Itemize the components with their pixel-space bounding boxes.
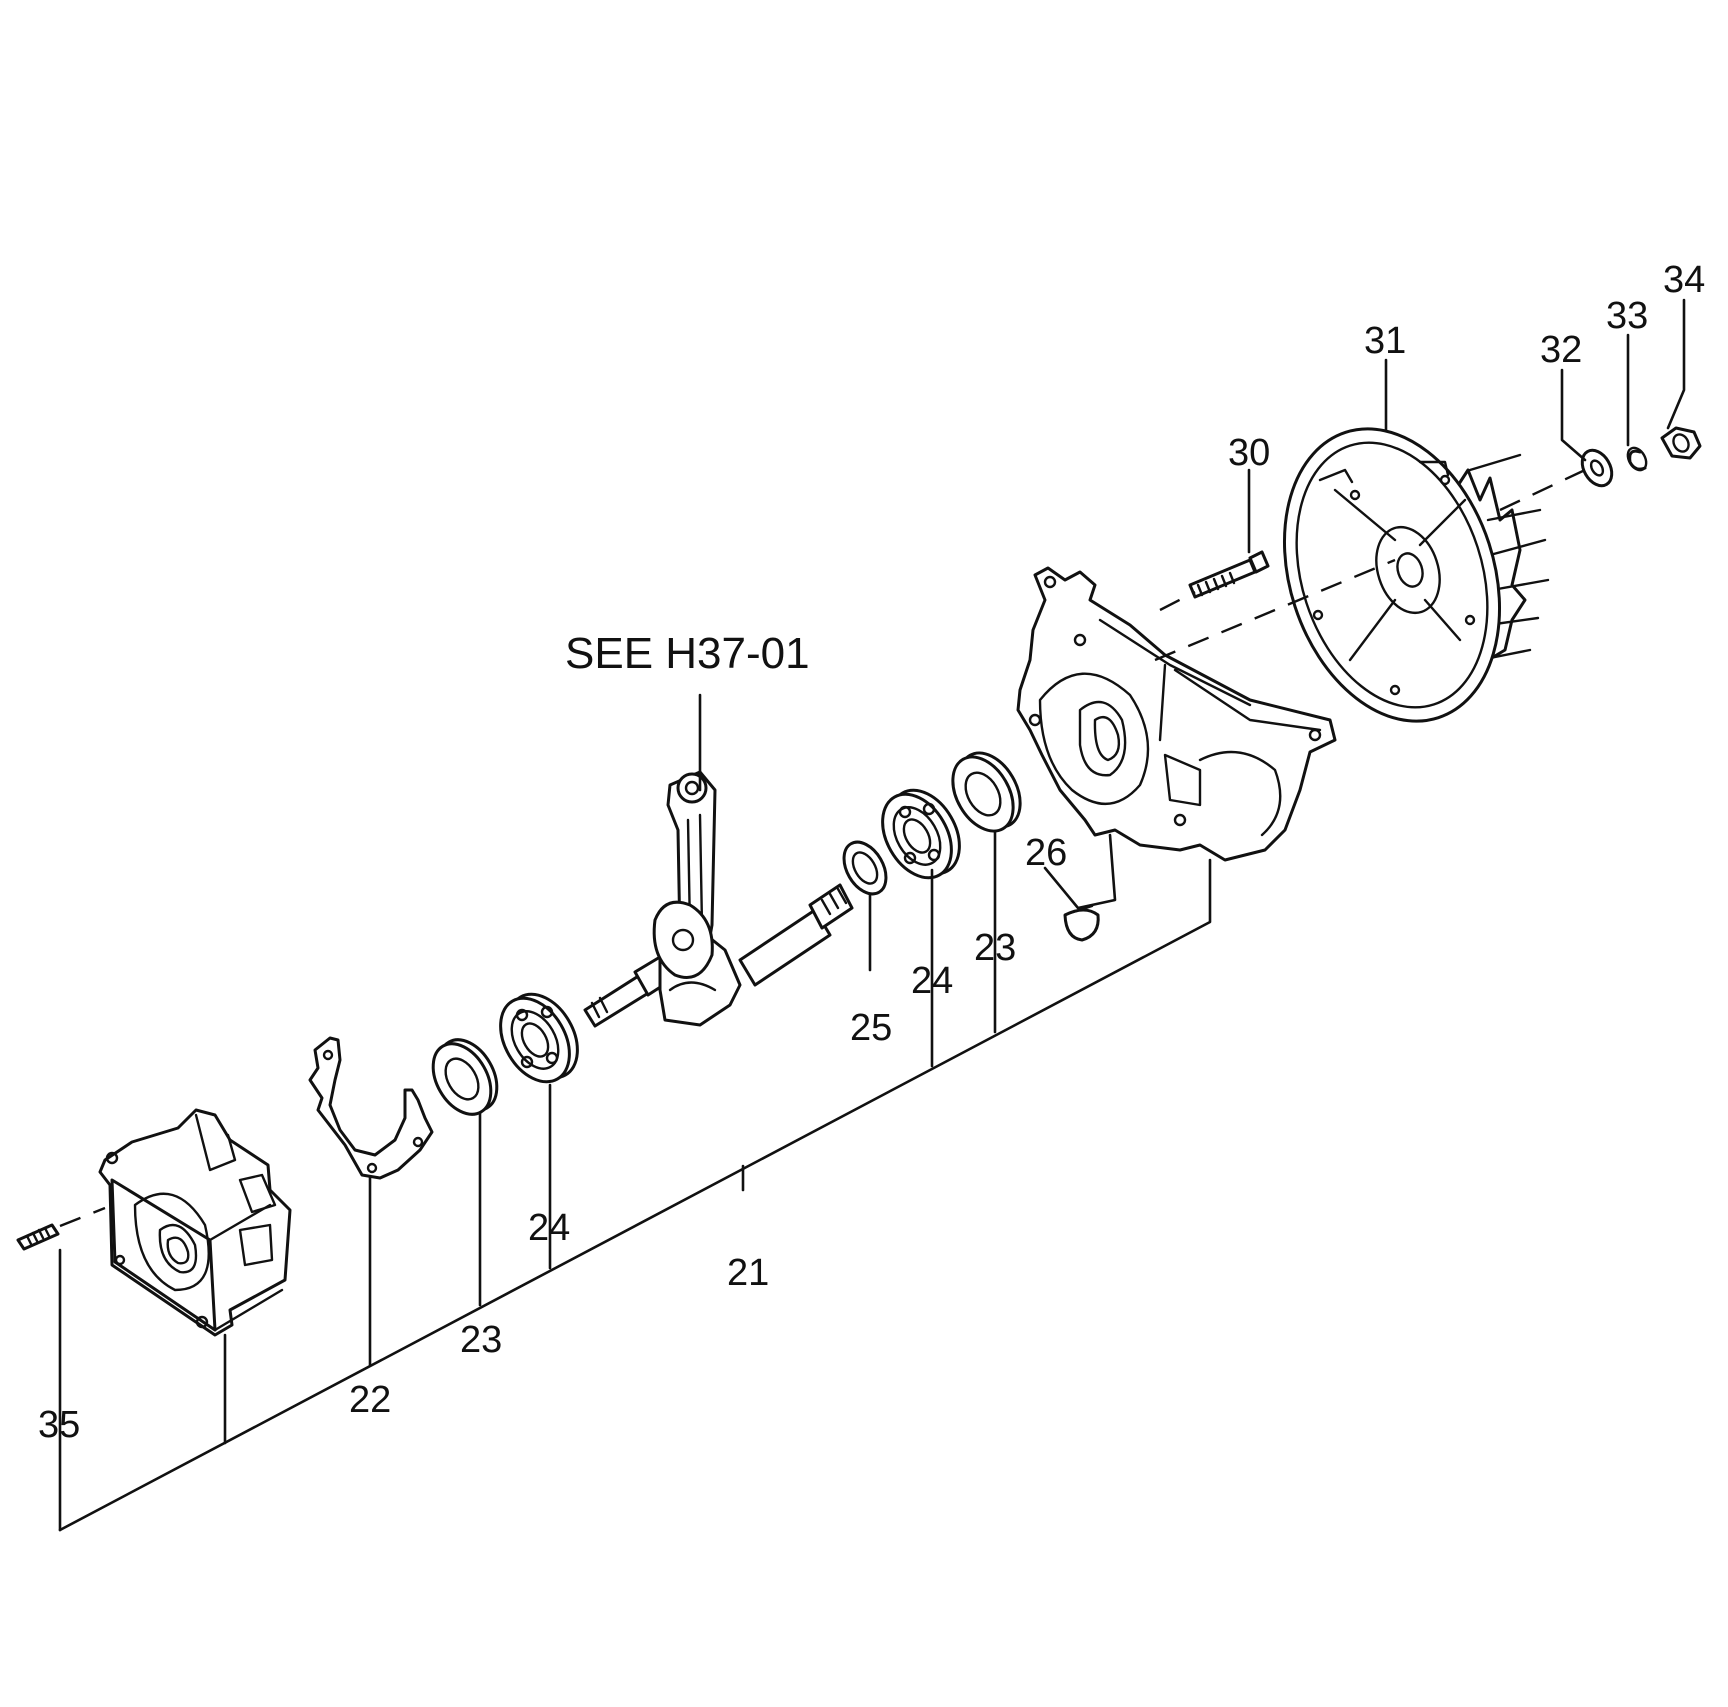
callout-35: 35 — [38, 1404, 80, 1446]
part-34-nut — [1660, 426, 1702, 460]
callout-21: 21 — [727, 1252, 769, 1294]
part-33-lock-washer — [1626, 446, 1648, 472]
callout-24-right: 24 — [911, 960, 953, 1002]
callout-25: 25 — [850, 1007, 892, 1049]
callout-30: 30 — [1228, 432, 1270, 474]
leader-lines — [58, 298, 1686, 1532]
part-26-plug — [1063, 904, 1100, 942]
callout-34: 34 — [1663, 259, 1705, 301]
callout-26: 26 — [1025, 832, 1067, 874]
crankcase-right-half — [1016, 566, 1337, 862]
crankcase-left-half — [98, 1108, 292, 1337]
callout-22: 22 — [349, 1379, 391, 1421]
callout-32: 32 — [1540, 329, 1582, 371]
part-31-flywheel — [1282, 427, 1550, 723]
part-24-ball-bearing-left — [499, 992, 579, 1084]
callout-33: 33 — [1606, 295, 1648, 337]
callout-24-left: 24 — [528, 1207, 570, 1249]
callout-23-right: 23 — [974, 927, 1016, 969]
callout-31: 31 — [1364, 320, 1406, 362]
part-25-washer — [842, 840, 888, 896]
callout-numbers: 21 22 23 24 25 24 23 26 30 31 32 33 34 3… — [38, 259, 1705, 1446]
part-23-bearing-left — [431, 1038, 499, 1116]
part-32-washer — [1580, 448, 1614, 488]
crankshaft-assembly — [583, 770, 854, 1028]
part-24-ball-bearing-right — [881, 788, 961, 880]
part-30-screw — [1188, 550, 1270, 599]
reference-note-group: SEE H37-01 — [565, 629, 810, 678]
part-22-gasket — [308, 1036, 434, 1180]
reference-note: SEE H37-01 — [565, 629, 810, 678]
callout-23-left: 23 — [460, 1319, 502, 1361]
part-23-bearing-right — [951, 751, 1022, 833]
assembly-axis-lines — [59, 468, 1586, 1228]
part-35-stud-bolt — [16, 1223, 60, 1251]
